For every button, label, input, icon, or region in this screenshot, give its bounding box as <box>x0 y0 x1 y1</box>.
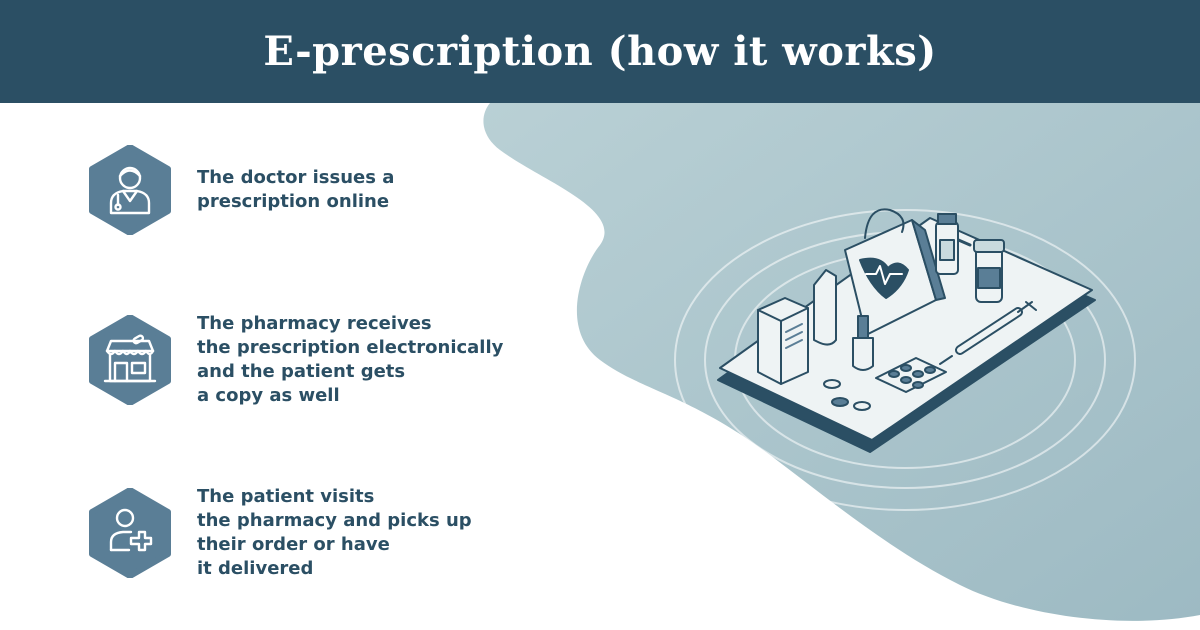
header-banner: E-prescription (how it works) <box>0 0 1200 103</box>
page-title: E-prescription (how it works) <box>263 28 937 75</box>
doctor-icon <box>109 166 151 215</box>
step-hex-badge <box>85 315 175 405</box>
step-text: The doctor issues a prescription online <box>197 167 395 212</box>
step-hex-badge <box>85 488 175 578</box>
step-text: The patient visits the pharmacy and pick… <box>197 486 472 579</box>
step-hex-badge <box>85 145 175 235</box>
step-doctor: The doctor issues a prescription online <box>85 145 517 235</box>
step-text: The pharmacy receives the prescription e… <box>197 313 504 406</box>
pharmacy-store-icon <box>103 334 157 383</box>
pharmacy-phone-illustration <box>717 208 1096 453</box>
step-patient: The patient visits the pharmacy and pick… <box>85 485 517 581</box>
step-pharmacy: The pharmacy receives the prescription e… <box>85 312 517 408</box>
patient-plus-icon <box>109 508 153 552</box>
